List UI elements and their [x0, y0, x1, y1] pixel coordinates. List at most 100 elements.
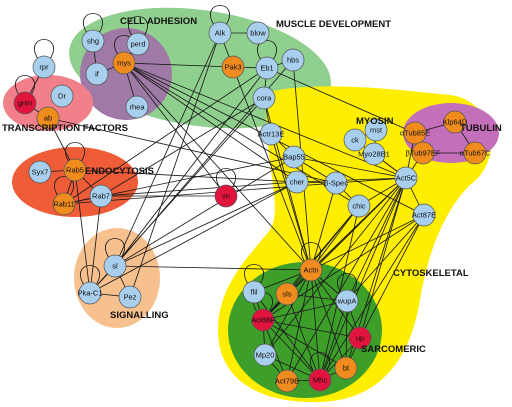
node-circle-Eb1 [255, 56, 279, 80]
node-circle-Syx7 [28, 160, 52, 184]
node-cher[interactable]: cher [285, 170, 309, 194]
edge-Pez-Alk [129, 32, 221, 298]
node-Act79B[interactable]: Act79B [275, 369, 299, 393]
node-circle-chic [347, 194, 371, 218]
node-cora[interactable]: cora [252, 86, 276, 110]
node-label-Syx7: Syx7 [32, 168, 49, 177]
edge-Actn-bt [310, 269, 347, 369]
node-mst[interactable]: mst [364, 118, 388, 142]
node-Rab7[interactable]: Rab7 [89, 184, 113, 208]
edge-Actn-Mhc [310, 269, 321, 381]
node-Myo28B1[interactable]: Myo28B1 [358, 142, 390, 166]
node-ck[interactable]: ck [343, 128, 367, 152]
node-Pez[interactable]: Pez [118, 285, 142, 309]
node-label-Bap55: Bap55 [283, 153, 305, 162]
node-Actn[interactable]: Actn [299, 258, 323, 282]
node-bSpec[interactable]: β-Spec [324, 171, 348, 195]
node-circle-if [85, 62, 109, 86]
node-circle-Act88F [251, 308, 275, 332]
edge-sls-Mhc [286, 293, 321, 381]
edge-Bap55-Act5C [293, 156, 407, 179]
node-circle-Actn [299, 258, 323, 282]
node-label-Actr13E: Actr13E [258, 130, 285, 139]
self-loop-Eb1 [257, 40, 277, 61]
node-label-Act87E: Act87E [412, 211, 436, 220]
node-label-Myo28B1: Myo28B1 [358, 150, 390, 159]
node-Act5C[interactable]: Act5C [394, 166, 418, 190]
node-up[interactable]: up [348, 326, 372, 350]
node-Act87E[interactable]: Act87E [412, 203, 436, 227]
node-circle-perd [126, 32, 150, 56]
node-chic[interactable]: chic [347, 194, 371, 218]
node-circle-up [348, 326, 372, 350]
node-label-Pez: Pez [124, 293, 137, 302]
node-hbs[interactable]: hbs [281, 48, 305, 72]
node-label-Rab11: Rab11 [53, 200, 75, 209]
node-mys[interactable]: mys [112, 51, 136, 75]
edge-Act88F-wupA [262, 300, 348, 321]
edge-Act87E-up [359, 214, 425, 339]
node-grim[interactable]: grim [13, 91, 37, 115]
node-aTub67C[interactable]: αTub67C [460, 141, 491, 165]
node-if[interactable]: if [85, 62, 109, 86]
node-vn[interactable]: vn [214, 184, 238, 208]
node-Dr[interactable]: Dr [50, 84, 74, 108]
node-Alk[interactable]: Alk [208, 21, 232, 45]
edge-Eb1-aTub85E [266, 67, 416, 134]
node-Mp20[interactable]: Mp20 [253, 343, 277, 367]
node-circle-cher [285, 170, 309, 194]
node-Eb1[interactable]: Eb1 [255, 56, 279, 80]
edge-Act87E-Actn [310, 214, 425, 271]
node-Act88F[interactable]: Act88F [251, 308, 275, 332]
node-Bap55[interactable]: Bap55 [282, 145, 306, 169]
node-bTub97EF[interactable]: βTub97EF [406, 141, 441, 165]
node-Klp64D[interactable]: Klp64D [443, 110, 468, 134]
node-PkaC1[interactable]: Pka-C1 [77, 281, 103, 305]
node-circle-Act87E [412, 203, 436, 227]
node-Rab5[interactable]: Rab5 [63, 158, 87, 182]
node-bt[interactable]: bt [334, 356, 358, 380]
node-circle-aTub85E [403, 121, 427, 145]
label-myosin: MYOSIN [356, 116, 394, 127]
node-Mhc[interactable]: Mhc [308, 368, 332, 392]
edge-Eb1-Rab11 [63, 67, 268, 205]
node-circle-rpr [32, 55, 56, 79]
node-circle-Pez [118, 285, 142, 309]
node-Pak3[interactable]: Pak3 [221, 55, 245, 79]
node-label-Act79B: Act79B [275, 377, 299, 386]
node-shg[interactable]: shg [81, 29, 105, 53]
node-label-mst: mst [370, 126, 383, 135]
node-Actr13E[interactable]: Actr13E [258, 122, 285, 146]
node-blow[interactable]: blow [246, 21, 270, 45]
node-circle-rhea [125, 95, 149, 119]
node-label-Mp20: Mp20 [256, 351, 275, 360]
node-circle-wupA [335, 289, 359, 313]
node-label-cher: cher [290, 178, 305, 187]
node-circle-Mhc [308, 368, 332, 392]
node-perd[interactable]: perd [126, 32, 150, 56]
node-label-bSpec: β-Spec [324, 179, 348, 188]
node-rhea[interactable]: rhea [125, 95, 149, 119]
edge-Act5C-Mhc [319, 177, 407, 381]
edge-Act5C-Act79B [286, 177, 407, 382]
node-label-if: if [95, 70, 100, 79]
node-Syx7[interactable]: Syx7 [28, 160, 52, 184]
node-wupA[interactable]: wupA [335, 289, 359, 313]
node-aTub85E[interactable]: αTub85E [400, 121, 430, 145]
edge-PkaC1-Rab5 [74, 169, 91, 294]
node-ab[interactable]: ab [36, 106, 60, 130]
node-Rab11[interactable]: Rab11 [52, 192, 76, 216]
node-rpr[interactable]: rpr [32, 55, 56, 79]
node-circle-PkaC1 [78, 281, 102, 305]
edge-mys-Actn [123, 62, 312, 271]
node-circle-Rab7 [89, 184, 113, 208]
edge-Rab7-PkaC1 [89, 195, 102, 294]
node-sls[interactable]: sls [275, 282, 299, 306]
node-flil[interactable]: flil [242, 280, 266, 304]
node-label-vn: vn [222, 192, 230, 201]
label-cytoskeletal: CYTOSKELETAL [393, 268, 469, 279]
node-circle-shg [81, 29, 105, 53]
node-circle-bt [334, 356, 358, 380]
node-sl[interactable]: sl [103, 254, 127, 278]
node-label-aTub67C: αTub67C [460, 149, 491, 158]
